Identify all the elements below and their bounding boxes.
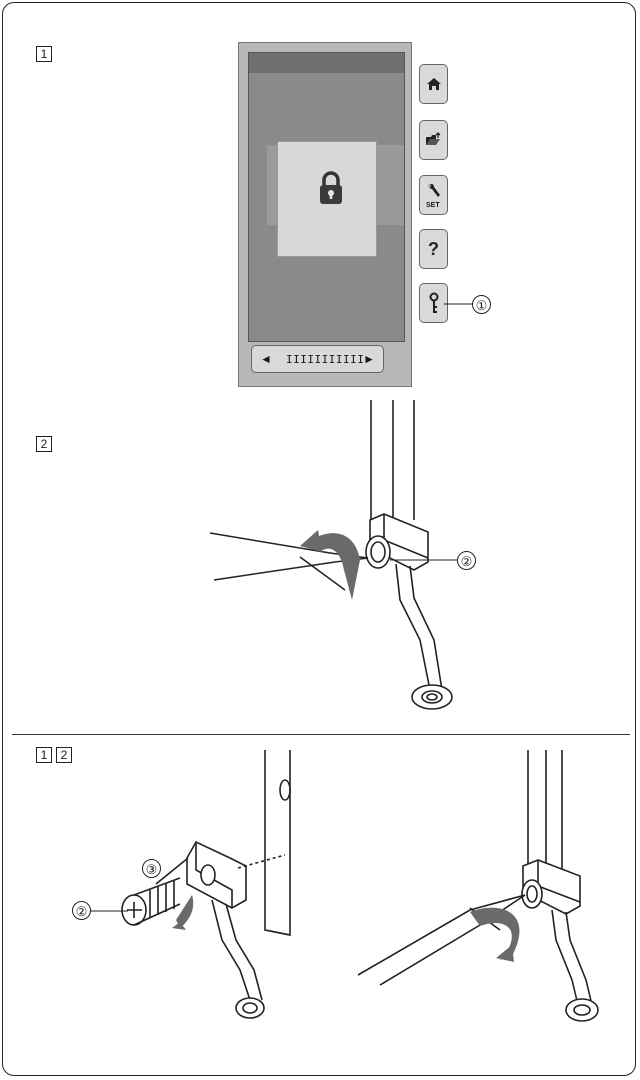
nav-left-arrow-icon[interactable]: ◄ [260, 352, 272, 366]
step-1-2-label-b: 2 [56, 747, 72, 763]
callout-2-screw-bottom: ② [72, 901, 91, 920]
screen-nav-bar[interactable]: ◄ IIIIIIIIIII ► [251, 345, 384, 373]
folder-import-icon [425, 132, 440, 145]
callout-2-screw: ② [457, 551, 476, 570]
nav-scroll-indicator: IIIIIIIIIII [286, 353, 365, 366]
settings-button[interactable]: SET [419, 175, 448, 215]
screen-top-bar [249, 53, 404, 73]
help-button[interactable]: ? [419, 229, 448, 269]
step-1-label: 1 [36, 46, 52, 62]
step-1-2-label-a: 1 [36, 747, 52, 763]
callout-1-lock-key: ① [472, 295, 491, 314]
settings-set-label: SET [426, 202, 440, 209]
screen-display [248, 52, 405, 342]
lock-dialog [277, 141, 377, 257]
padlock-icon [320, 171, 342, 204]
home-icon [426, 78, 441, 90]
folder-import-button[interactable] [419, 120, 448, 160]
touch-screen [238, 42, 412, 387]
callout-3-foot-holder: ③ [142, 859, 161, 878]
step-2-label: 2 [36, 436, 52, 452]
section-divider [12, 734, 630, 735]
nav-right-arrow-icon[interactable]: ► [363, 352, 375, 366]
key-lock-icon [429, 292, 438, 313]
lock-key-button[interactable] [419, 283, 448, 323]
wrench-set-icon [427, 183, 440, 197]
home-button[interactable] [419, 64, 448, 104]
help-icon: ? [428, 238, 439, 259]
